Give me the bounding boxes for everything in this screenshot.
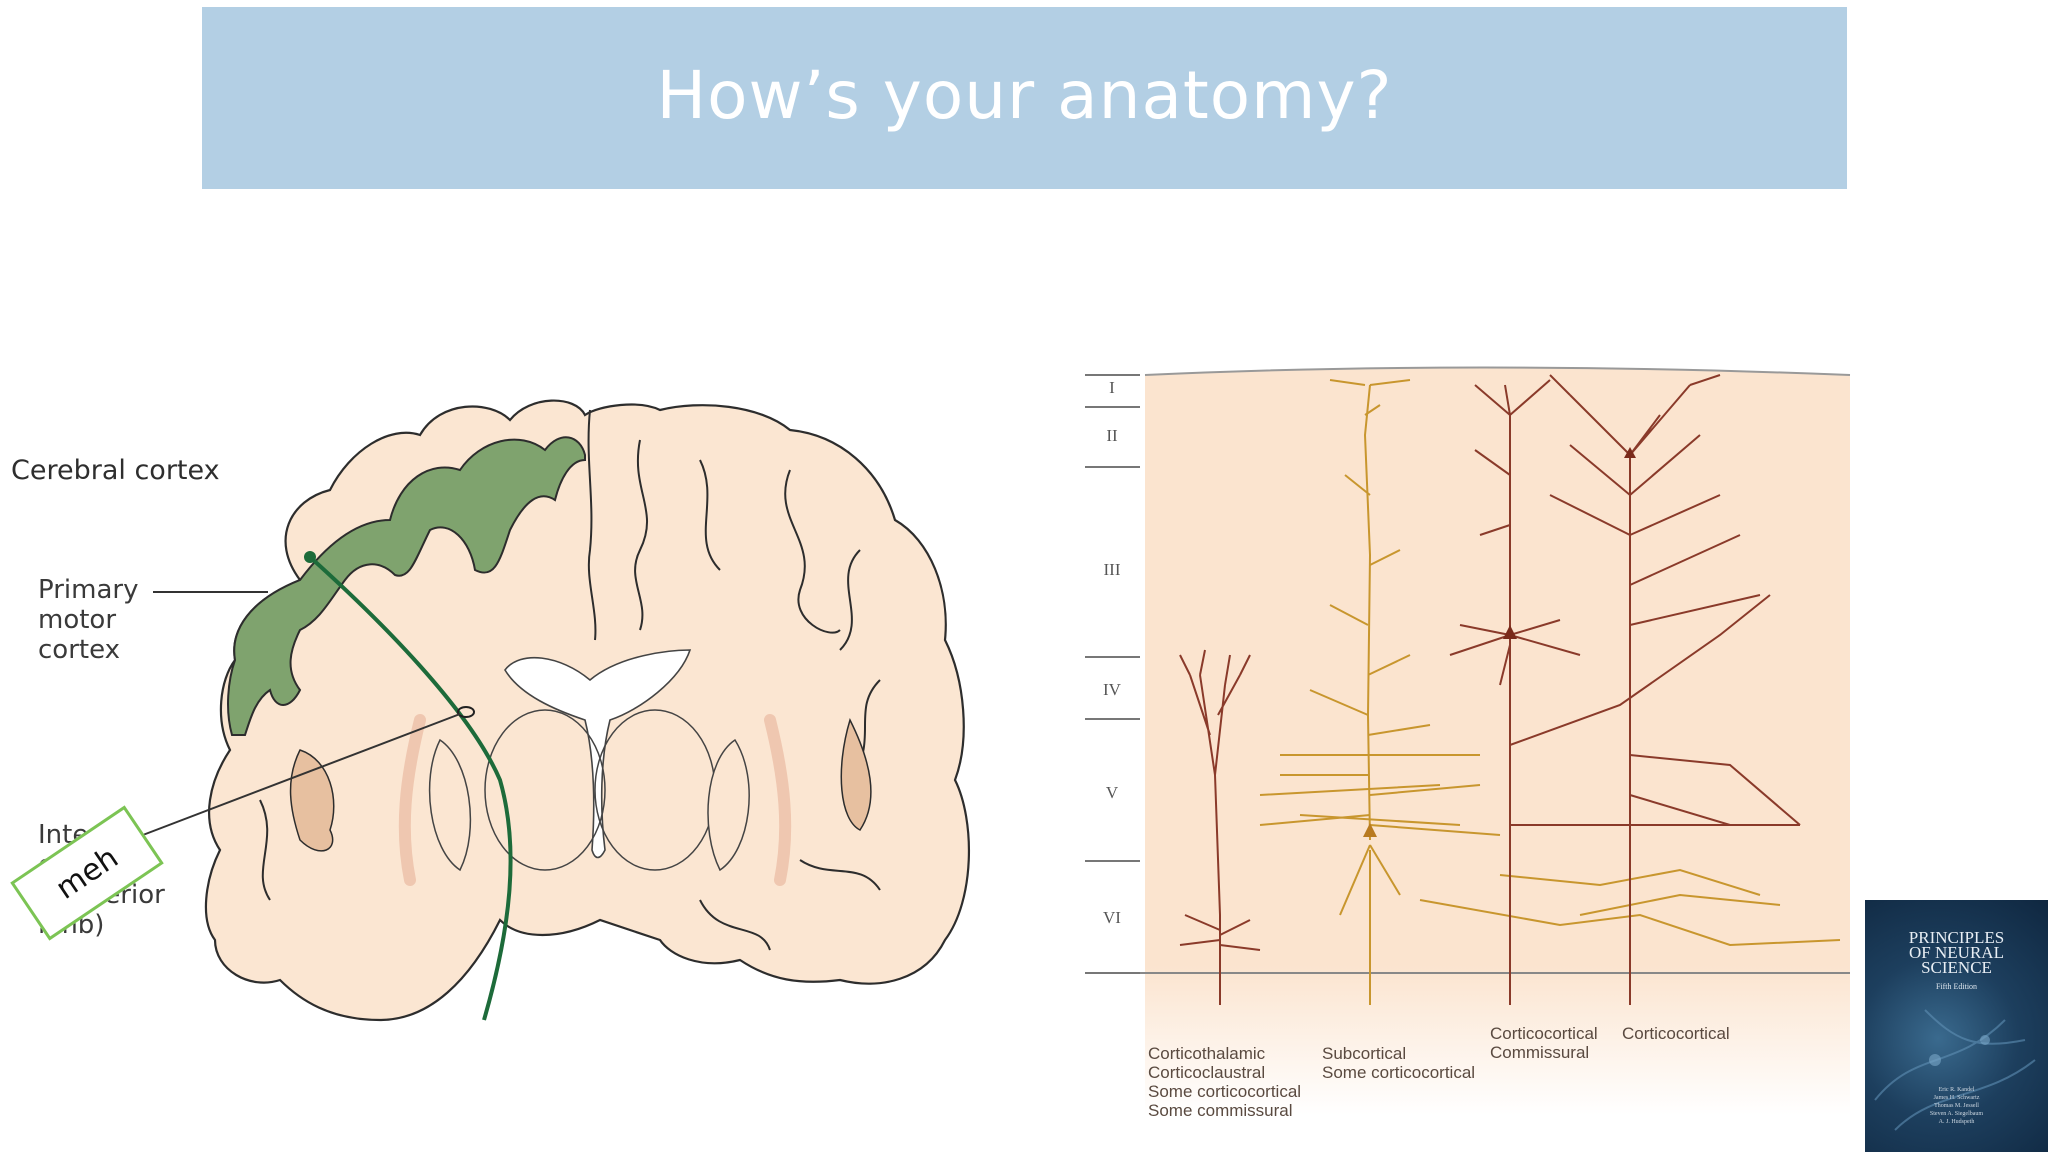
commissural-soma [1503,625,1517,639]
subcortical-neuron [1259,379,1841,1005]
layer-label-4: IV [1103,680,1121,699]
deep-nuclei [428,709,750,872]
slide-title: How’s your anatomy? [656,56,1393,134]
corticocortical-neuron [1549,374,1801,1005]
layer-label-2: II [1106,426,1118,445]
book-title: PRINCIPLES OF NEURAL SCIENCE [1908,928,2005,977]
tract-origin-dot [304,551,316,563]
external-capsule-right [764,714,792,886]
commissural-neuron [1449,379,1780,1005]
caption-commissural: Corticocortical Commissural [1490,1024,1598,1062]
cortical-layers-diagram [1085,366,1851,1115]
meh-sticker-text: meh [49,839,125,907]
primary-motor-cortex-label: Primary motor cortex [38,575,139,665]
book-cover: PRINCIPLES OF NEURAL SCIENCE Fifth Editi… [1865,900,2048,1152]
book-cover-art [1874,1009,2036,1131]
book-edition: Fifth Edition [1935,982,1978,991]
motor-cortex-region [227,436,586,736]
internal-capsule-leader [134,713,461,839]
caption-subcortical: Subcortical Some corticocortical [1322,1044,1476,1082]
title-banner: How’s your anatomy? [202,7,1847,189]
cortex-slab [1145,367,1850,1115]
external-capsule-left [398,714,426,886]
corticothalamic-neuron [1179,649,1261,1005]
cerebral-cortex-label: Cerebral cortex [11,455,220,486]
longitudinal-fissure [587,409,597,641]
layer-label-5: V [1105,783,1119,802]
layer-label-6: VI [1103,908,1121,927]
book-authors: Eric R. Kandel James H. Schwartz Thomas … [1929,1087,1984,1125]
layer-label-1: I [1109,378,1115,397]
internal-capsule-marker [457,706,475,718]
pia-line [1144,366,1851,376]
layer-boundaries [1085,374,1140,974]
layer-label-3: III [1103,560,1121,579]
caption-corticocortical: Corticocortical [1622,1024,1730,1043]
corticospinal-tract [308,555,513,1021]
corticocortical-soma [1624,447,1636,458]
brain-coronal-section [134,399,971,1022]
subcortical-soma [1363,823,1377,837]
caption-corticothalamic: Corticothalamic Corticoclaustral Some co… [1148,1044,1302,1120]
insula-right [840,717,872,831]
